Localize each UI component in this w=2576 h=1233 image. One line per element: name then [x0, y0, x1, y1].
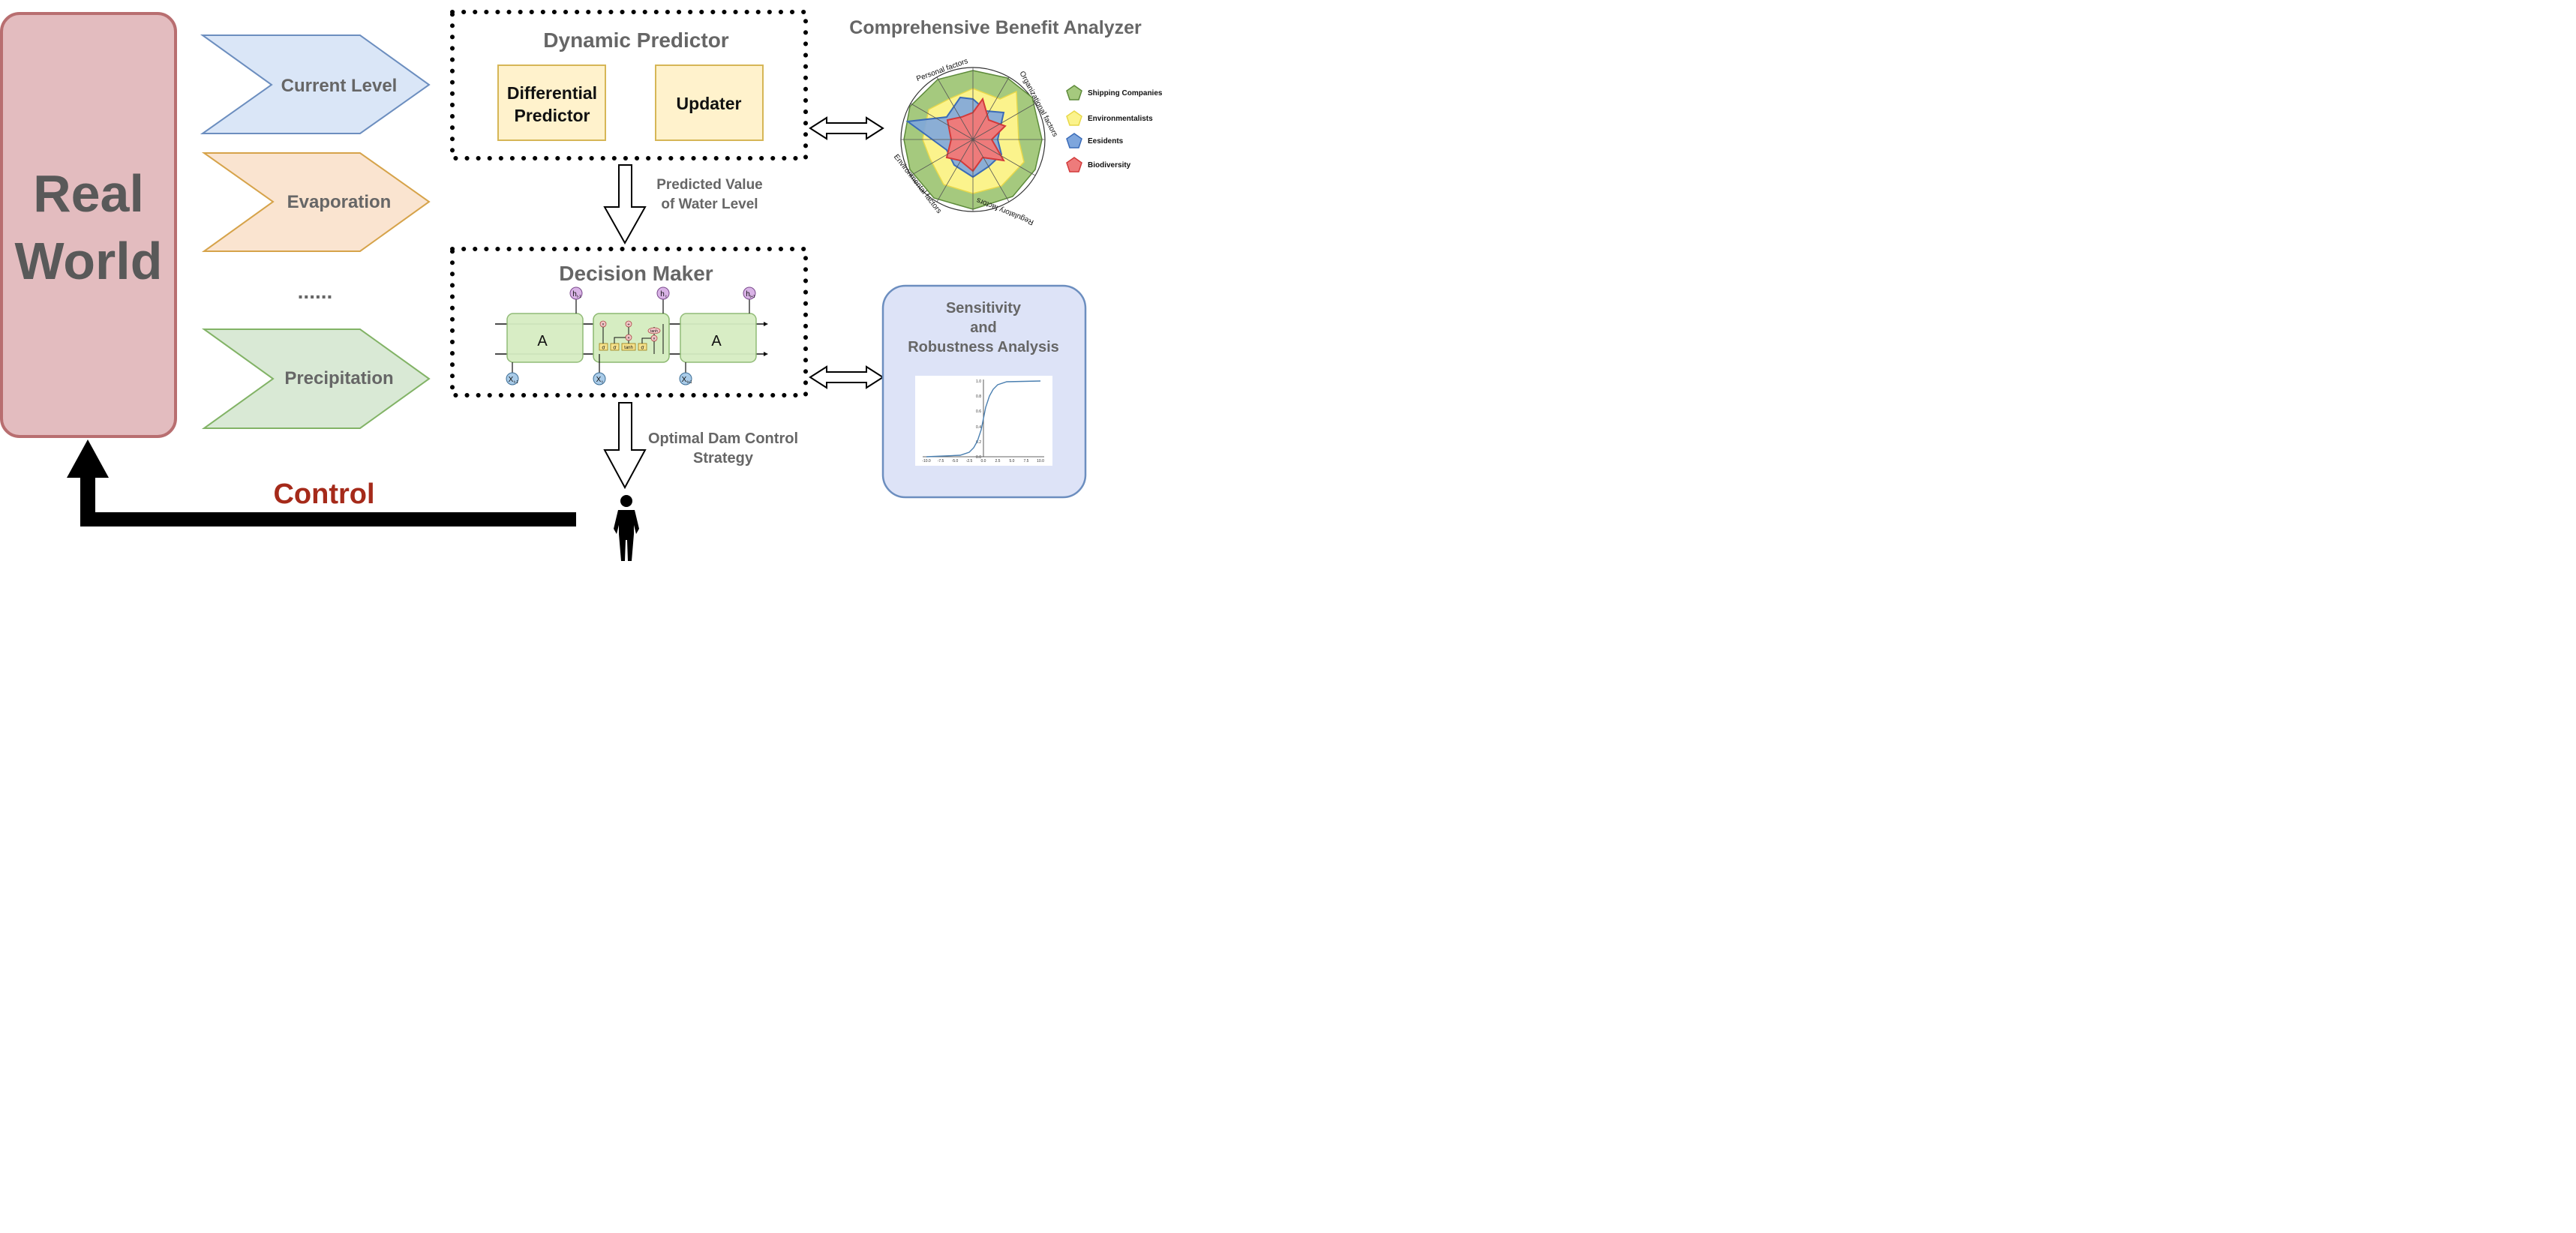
radar-legend: Shipping Companies Environmentalists Ees… — [1066, 85, 1163, 172]
updater-box: Updater — [655, 64, 764, 141]
input-current-level: Current Level — [200, 34, 431, 134]
lstm-cell-t-minus-1: A — [506, 313, 584, 363]
decision-sensitivity-double-arrow — [809, 365, 884, 389]
legend-label-shipping: Shipping Companies — [1088, 89, 1163, 98]
x-tick-8: 7.5 — [1024, 459, 1029, 464]
legend-item-environmentalists: Environmentalists — [1066, 110, 1153, 126]
input-precipitation: Precipitation — [201, 328, 431, 429]
differential-predictor-box: Differential Predictor — [497, 64, 606, 141]
gate-output-label: σ — [641, 346, 644, 351]
lstm-output-t: h t — [656, 286, 670, 300]
legend-item-biodiversity: Biodiversity — [1066, 157, 1131, 172]
cell-tanh-label: tanh — [650, 329, 658, 334]
lstm-output-t-minus-1: h t-1 — [569, 286, 583, 300]
y-tick-4: 0.6 — [976, 410, 981, 414]
lstm-input-x-1-sub: t-1 — [514, 380, 518, 385]
op-forget-multiply-label: × — [602, 323, 605, 328]
lstm-input-x-2-sub: t — [602, 380, 603, 385]
decision-maker-title: Decision Maker — [559, 262, 713, 285]
legend-item-shipping: Shipping Companies — [1066, 85, 1163, 100]
lstm-input-t-plus-1: X t+1 — [679, 372, 692, 386]
control-arrow — [67, 440, 576, 526]
legend-item-residents: Eesidents — [1066, 133, 1124, 148]
lstm-output-h-1-sub: t-1 — [577, 295, 581, 299]
sensitivity-line1: Sensitivity — [946, 300, 1022, 316]
legend-label-residents: Eesidents — [1088, 137, 1124, 146]
x-tick-7: 5.0 — [1010, 459, 1015, 464]
lstm-cell-label-3: A — [711, 333, 722, 350]
predicted-value-line2: of Water Level — [661, 196, 758, 212]
predicted-value-arrow — [603, 164, 647, 245]
sensitivity-line2: and — [970, 320, 997, 336]
sigmoid-curve — [926, 380, 1041, 458]
lstm-diagram: A σ σ tanh σ × + × × — [495, 286, 768, 386]
lstm-input-x-2: X — [596, 376, 602, 384]
real-world-line2: World — [14, 232, 162, 290]
lstm-output-h-2: h — [660, 290, 665, 298]
sigmoid-plot: -10.0 -7.5 -5.0 -2.5 0.0 2.5 5.0 7.5 10.… — [915, 376, 1052, 466]
lstm-cell-label-1: A — [537, 333, 548, 350]
lstm-output-h-2-sub: t — [665, 295, 667, 299]
y-tick-2: 0.2 — [976, 440, 981, 445]
lstm-input-x-1: X — [509, 376, 514, 384]
y-tick-5: 0.8 — [976, 394, 981, 399]
strategy-arrow — [603, 402, 647, 490]
gate-forget-label: σ — [602, 346, 605, 351]
legend-label-biodiversity: Biodiversity — [1088, 161, 1131, 170]
x-tick-2: -7.5 — [938, 459, 944, 464]
lstm-cell-t-plus-1: A — [680, 313, 757, 363]
lstm-input-x-3-sub: t+1 — [686, 380, 692, 385]
op-add-label: + — [627, 323, 630, 328]
sensitivity-line3: Robustness Analysis — [908, 339, 1059, 356]
lstm-output-h-1: h — [572, 290, 577, 298]
x-tick-3: -5.0 — [952, 459, 959, 464]
input-evaporation: Evaporation — [201, 152, 431, 252]
dynamic-predictor-block: Dynamic Predictor Differential Predictor… — [450, 10, 808, 160]
x-tick-1: -10.0 — [922, 459, 931, 464]
op-output-multiply-label: × — [653, 338, 656, 342]
lstm-input-t: X t — [593, 372, 606, 386]
differential-predictor-line2: Predictor — [515, 106, 590, 125]
lstm-output-t-plus-1: h t+1 — [743, 286, 756, 300]
optimal-strategy-line2: Strategy — [693, 450, 754, 466]
optimal-strategy-line1: Optimal Dam Control — [648, 430, 798, 447]
x-tick-5: 0.0 — [981, 459, 986, 464]
radar-chart: Personal factors Organizational factors … — [892, 57, 1059, 226]
current-level-label: Current Level — [281, 76, 398, 96]
control-label: Control — [273, 478, 374, 510]
predictor-analyzer-double-arrow — [809, 116, 884, 140]
updater-label: Updater — [677, 94, 742, 113]
y-tick-1: 0.0 — [976, 455, 981, 460]
system-diagram: Real World Current Level Evaporation ...… — [0, 10, 1163, 561]
lstm-output-h-3: h — [746, 290, 750, 298]
precipitation-label: Precipitation — [284, 368, 393, 388]
lstm-cell-t: σ σ tanh σ × + × × tanh — [593, 313, 670, 363]
lstm-output-h-3-sub: t+1 — [749, 295, 755, 299]
dynamic-predictor-title: Dynamic Predictor — [543, 28, 729, 52]
x-tick-9: 10.0 — [1037, 459, 1044, 464]
sensitivity-block: Sensitivity and Robustness Analysis -10.… — [881, 284, 1087, 499]
person-icon — [614, 495, 639, 561]
gate-input-label: σ — [613, 346, 617, 351]
x-tick-6: 2.5 — [995, 459, 1001, 464]
real-world-block: Real World — [0, 12, 177, 438]
x-tick-4: -2.5 — [966, 459, 973, 464]
evaporation-label: Evaporation — [287, 192, 392, 212]
more-inputs-ellipsis: ...... — [298, 280, 333, 303]
decision-maker-block: Decision Maker A σ σ tanh — [450, 247, 808, 398]
benefit-analyzer-title: Comprehensive Benefit Analyzer — [849, 17, 1142, 38]
gate-candidate-label: tanh — [624, 346, 633, 350]
y-tick-6: 1.0 — [976, 380, 981, 384]
radar-biodiversity — [945, 97, 1007, 172]
legend-label-environmentalists: Environmentalists — [1088, 115, 1153, 123]
differential-predictor-line1: Differential — [507, 83, 597, 103]
predicted-value-line1: Predicted Value — [656, 177, 763, 193]
lstm-input-t-minus-1: X t-1 — [506, 372, 519, 386]
real-world-line1: Real — [33, 164, 144, 223]
lstm-input-x-3: X — [682, 376, 687, 384]
y-tick-3: 0.4 — [976, 425, 981, 430]
op-input-multiply-label: × — [627, 337, 630, 341]
